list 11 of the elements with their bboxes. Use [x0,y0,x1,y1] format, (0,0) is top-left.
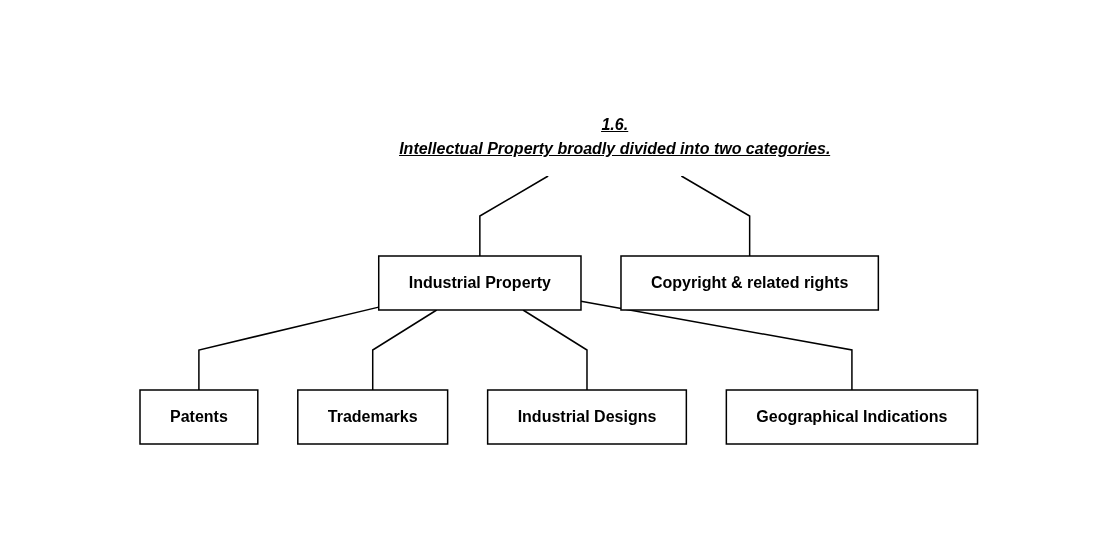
node-box: Patents [139,389,259,445]
connector [479,175,550,257]
node-box: Industrial Designs [487,389,688,445]
node-box: Copyright & related rights [620,255,880,311]
node-box: Industrial Property [378,255,582,311]
node-text: 1.6. Intellectual Property broadly divided into two categories. [399,116,831,157]
node-box: Trademarks [297,389,449,445]
node-box: Geographical Indications [725,389,979,445]
connector [522,309,588,391]
connector [680,175,751,257]
connector [372,309,438,391]
